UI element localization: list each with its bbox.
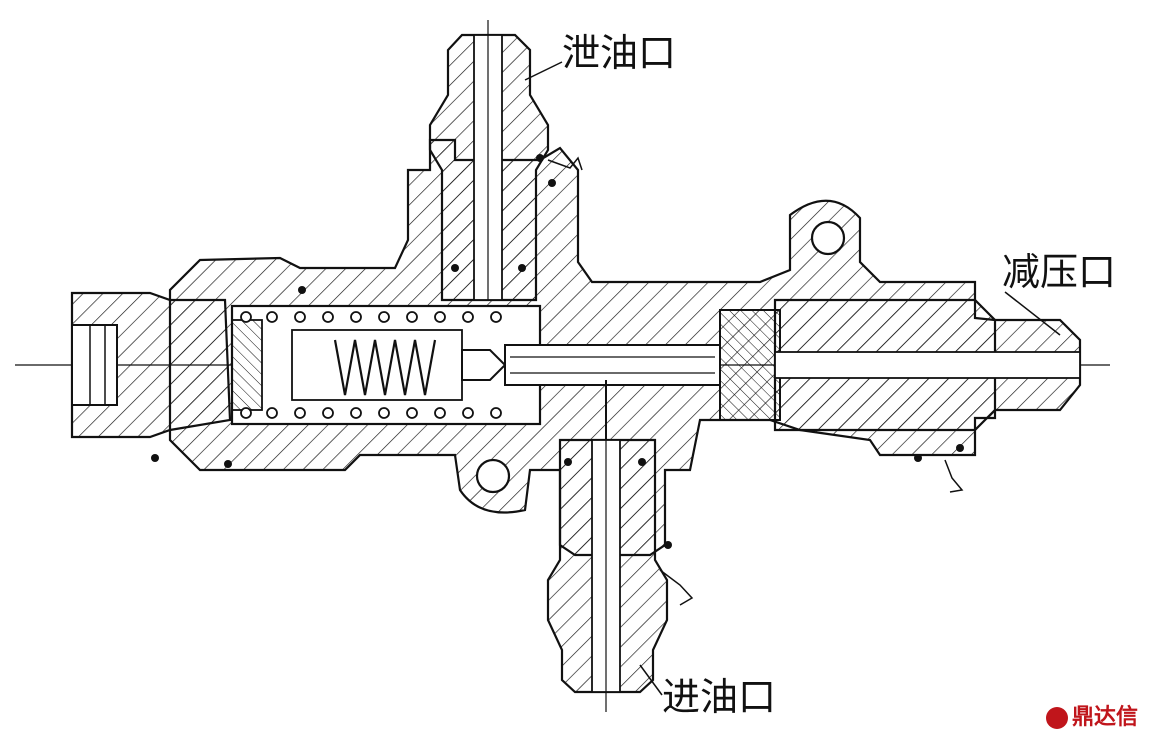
watermark: 鼎达信 [1046,707,1138,729]
reduced-pressure-port-label: 减压口 [1002,250,1117,294]
lockwire-bottom [659,569,694,606]
inlet-leader [639,664,663,696]
spring-balls [240,311,502,419]
left-cap [71,324,118,406]
inlet-port-label: 进油口 [662,675,777,719]
lockwire-right [944,459,964,493]
watermark-text: 鼎达信 [1072,705,1139,730]
spool [504,344,721,386]
drain-port-label: 泄油口 [562,31,677,75]
mount-hole-bottom [475,458,511,494]
watermark-logo-icon [1046,707,1068,729]
mount-hole-top [810,220,846,256]
poppet [461,349,507,381]
lockwire-top [547,156,583,171]
seat-block [719,309,781,421]
spring-coils [333,339,437,396]
drain-leader [524,61,563,81]
seal-rings [151,154,964,549]
reduced-leader [1004,291,1061,336]
